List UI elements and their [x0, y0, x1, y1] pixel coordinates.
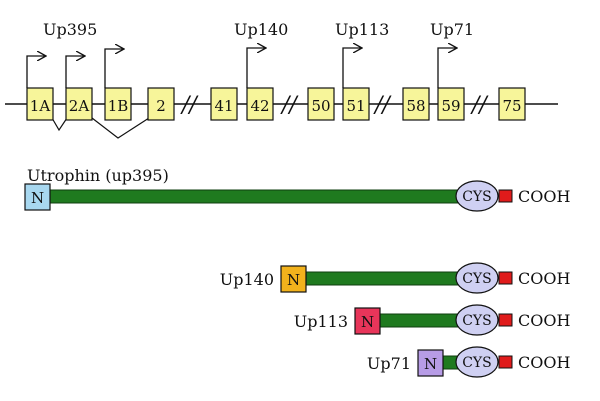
exon-label: 1A — [30, 97, 51, 115]
isoform-up113: Up113 N CYS COOH — [294, 304, 570, 336]
promoter-label-up395: Up395 — [43, 20, 97, 39]
cys-label: CYS — [462, 189, 492, 205]
exon-75: 75 — [498, 87, 526, 121]
promoter-label-up113: Up113 — [335, 20, 389, 39]
n-terminal-box — [280, 265, 307, 293]
rod-domain — [49, 189, 463, 204]
break-mark: // — [280, 93, 299, 118]
cys-label: CYS — [462, 355, 492, 371]
exon-label: 51 — [346, 97, 365, 115]
n-terminal-label: N — [424, 355, 437, 373]
exon-58: 58 — [402, 87, 430, 121]
exon-label: 58 — [406, 97, 425, 115]
isoform-label: Utrophin (up395) — [27, 166, 169, 185]
exon-2: 2 — [147, 87, 175, 121]
exon-51: 51 — [342, 87, 370, 121]
n-terminal-box — [417, 349, 444, 377]
exon-41: 41 — [210, 87, 238, 121]
isoform-utrophin: Utrophin (up395) N CYS COOH — [24, 166, 570, 212]
cys-label: CYS — [462, 313, 492, 329]
cys-label: CYS — [462, 271, 492, 287]
cooh-box — [498, 189, 513, 203]
promoter-arrow-1a — [26, 56, 45, 88]
promoter-label-up71: Up71 — [430, 20, 474, 39]
promoter-arrow-51 — [342, 48, 361, 88]
cooh-box — [498, 271, 513, 285]
exon-label: 2 — [156, 97, 166, 115]
n-terminal-box — [24, 183, 51, 211]
cooh-label: COOH — [518, 187, 570, 206]
cooh-label: COOH — [518, 311, 570, 330]
exon-label: 59 — [441, 97, 460, 115]
exon-label: 2A — [69, 97, 90, 115]
gene-map: // // // // 1A 2A 1B 2 41 42 — [5, 20, 558, 139]
n-terminal-label: N — [361, 313, 374, 331]
exon-1b: 1B — [104, 87, 132, 121]
break-mark: // — [373, 93, 392, 118]
exon-label: 50 — [311, 97, 330, 115]
isoform-label: Up71 — [367, 354, 411, 373]
splice-connector-2a-2 — [91, 117, 150, 139]
exon-59: 59 — [437, 87, 465, 121]
cooh-box — [498, 355, 513, 369]
exon-label: 1B — [108, 97, 129, 115]
cys-domain — [455, 180, 499, 212]
cys-domain — [455, 304, 499, 336]
exon-2a: 2A — [65, 87, 93, 121]
n-terminal-label: N — [31, 189, 44, 207]
break-mark: // — [180, 93, 199, 118]
cys-domain — [455, 262, 499, 294]
cooh-label: COOH — [518, 269, 570, 288]
cys-domain — [455, 346, 499, 378]
exon-1a: 1A — [26, 87, 54, 121]
exon-42: 42 — [246, 87, 274, 121]
n-terminal-label: N — [287, 271, 300, 289]
break-mark: // — [470, 93, 489, 118]
promoter-arrow-42 — [246, 48, 265, 88]
n-terminal-box — [354, 307, 381, 335]
isoform-up71: Up71 N CYS COOH — [367, 346, 570, 378]
promoter-arrow-1b — [104, 49, 123, 88]
exon-label: 42 — [250, 97, 269, 115]
isoform-label: Up113 — [294, 312, 348, 331]
splice-connector-1a-2a — [51, 117, 68, 132]
cooh-box — [498, 313, 513, 327]
exon-label: 41 — [214, 97, 233, 115]
rod-domain — [305, 271, 463, 286]
cooh-label: COOH — [518, 353, 570, 372]
isoform-up140: Up140 N CYS COOH — [220, 262, 570, 294]
promoter-label-up140: Up140 — [234, 20, 288, 39]
isoform-label: Up140 — [220, 270, 274, 289]
promoter-arrow-2a — [65, 56, 84, 88]
promoter-arrow-59 — [437, 48, 456, 88]
exon-50: 50 — [307, 87, 335, 121]
rod-domain — [379, 313, 463, 328]
exon-label: 75 — [502, 97, 521, 115]
